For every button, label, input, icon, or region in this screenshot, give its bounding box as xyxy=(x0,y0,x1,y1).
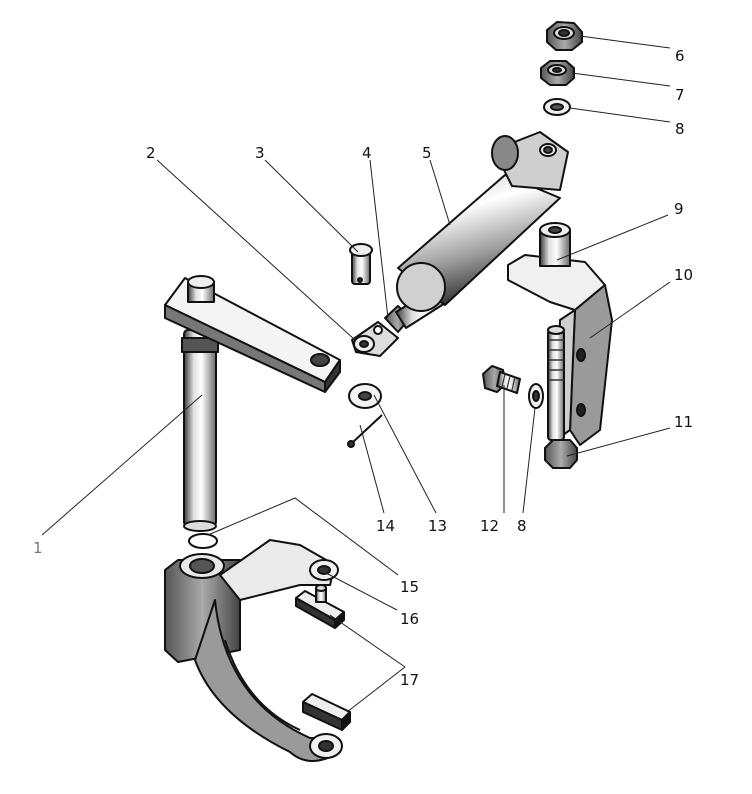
callout-9: 9 xyxy=(674,200,684,218)
clevis-pin-part xyxy=(349,243,373,285)
fork-bracket-part xyxy=(164,539,343,762)
pin-block-part-upper xyxy=(295,584,345,629)
callout-3: 3 xyxy=(255,144,265,162)
mounting-bracket-part xyxy=(507,222,613,446)
callout-11: 11 xyxy=(674,413,693,431)
hex-bolt-part xyxy=(482,365,521,394)
callout-8-top: 8 xyxy=(675,120,685,138)
hydraulic-cylinder-part xyxy=(395,131,569,329)
callout-1: 1 xyxy=(33,539,43,557)
washer-part-8-top xyxy=(543,98,571,116)
callout-7: 7 xyxy=(675,86,685,104)
callout-4: 4 xyxy=(362,144,372,162)
nut-part-11 xyxy=(544,439,578,469)
callout-15: 15 xyxy=(400,578,419,596)
callout-2: 2 xyxy=(146,144,156,162)
callout-6: 6 xyxy=(675,47,685,65)
lever-arm-shaft-part xyxy=(164,275,341,532)
callout-labels: 1 2 3 4 5 6 7 8 9 10 11 12 8 13 14 15 16… xyxy=(33,47,693,689)
callout-12: 12 xyxy=(480,517,499,535)
washer-part-13 xyxy=(348,383,382,409)
nut-part-7 xyxy=(540,60,575,86)
callout-17: 17 xyxy=(400,671,419,689)
callout-8-bottom: 8 xyxy=(517,517,527,535)
callout-13: 13 xyxy=(428,517,447,535)
callout-10: 10 xyxy=(674,266,693,284)
callout-14: 14 xyxy=(376,517,395,535)
clevis-part xyxy=(351,321,399,357)
leader-lines xyxy=(41,35,671,713)
threaded-bolt-part xyxy=(547,325,565,441)
washer-part-8-side xyxy=(528,383,544,409)
callout-5: 5 xyxy=(422,144,432,162)
pin-block-part-lower xyxy=(302,693,351,731)
nut-part-6 xyxy=(546,21,583,51)
o-ring-part xyxy=(188,533,218,549)
cotter-pin-part xyxy=(347,414,383,448)
callout-16: 16 xyxy=(400,610,419,628)
